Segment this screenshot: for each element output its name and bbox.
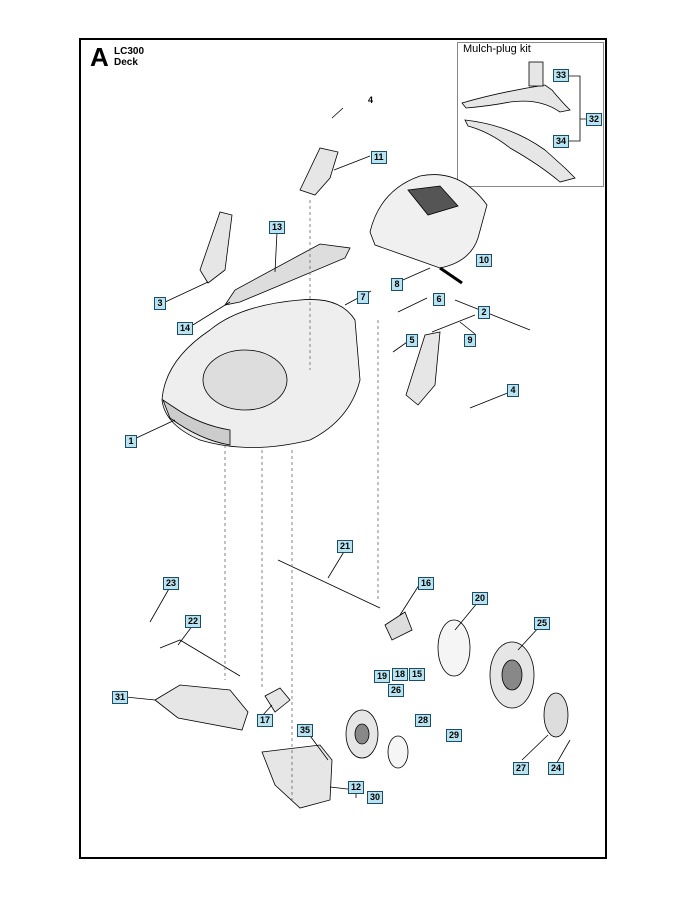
left-bracket <box>199 211 233 284</box>
callout-25[interactable]: 25 <box>534 617 551 630</box>
label-4-top[interactable]: 4 <box>368 95 374 105</box>
front-cover <box>154 684 249 731</box>
callout-1[interactable]: 1 <box>125 435 137 448</box>
mulch-kit-title: Mulch-plug kit <box>463 43 531 55</box>
callout-35[interactable]: 35 <box>297 724 314 737</box>
callout-16[interactable]: 16 <box>418 577 435 590</box>
callout-19[interactable]: 19 <box>374 670 391 683</box>
catcher-lid <box>369 174 488 269</box>
callout-3[interactable]: 3 <box>154 297 166 310</box>
right-bracket <box>405 331 441 406</box>
section-title: Deck <box>114 57 138 68</box>
mulch-plug-upper <box>461 84 571 113</box>
callout-22[interactable]: 22 <box>185 615 202 628</box>
callout-9[interactable]: 9 <box>464 334 476 347</box>
callout-17[interactable]: 17 <box>257 714 274 727</box>
callout-31[interactable]: 31 <box>112 691 129 704</box>
callout-12[interactable]: 12 <box>348 781 365 794</box>
section-letter: A <box>90 42 109 72</box>
callout-28[interactable]: 28 <box>415 714 432 727</box>
model-name: LC300 <box>114 46 145 57</box>
hub-cap-large <box>437 619 471 677</box>
rear-cover <box>543 692 569 738</box>
callout-30[interactable]: 30 <box>367 791 384 804</box>
callout-34[interactable]: 34 <box>553 135 570 148</box>
callout-29[interactable]: 29 <box>446 729 463 742</box>
callout-10[interactable]: 10 <box>476 254 493 267</box>
diagram-frame <box>79 38 607 859</box>
mulch-plug-stem <box>528 61 544 87</box>
callout-5[interactable]: 5 <box>406 334 418 347</box>
callout-33[interactable]: 33 <box>553 69 570 82</box>
callout-24[interactable]: 24 <box>548 762 565 775</box>
callout-21[interactable]: 21 <box>337 540 354 553</box>
callout-20[interactable]: 20 <box>472 592 489 605</box>
callout-4[interactable]: 4 <box>507 384 519 397</box>
callout-15[interactable]: 15 <box>409 668 426 681</box>
callout-32[interactable]: 32 <box>586 113 603 126</box>
callout-13[interactable]: 13 <box>269 221 286 234</box>
rear-axle <box>277 559 381 609</box>
callout-8[interactable]: 8 <box>391 278 403 291</box>
model-title: LC300 Deck <box>114 46 144 68</box>
callout-14[interactable]: 14 <box>177 322 194 335</box>
callout-23[interactable]: 23 <box>163 577 180 590</box>
mulch-kit-box <box>457 42 604 187</box>
callout-6[interactable]: 6 <box>433 293 445 306</box>
callout-2[interactable]: 2 <box>478 306 490 319</box>
callout-27[interactable]: 27 <box>513 762 530 775</box>
callout-26[interactable]: 26 <box>388 684 405 697</box>
callout-11[interactable]: 11 <box>371 151 387 164</box>
handle-bracket <box>224 243 351 306</box>
callout-7[interactable]: 7 <box>357 291 369 304</box>
handle-lever <box>299 147 339 196</box>
wheel-shield <box>261 744 333 809</box>
callout-18[interactable]: 18 <box>392 668 409 681</box>
hub-cap-small <box>387 735 409 769</box>
mulch-plug-lower <box>464 119 576 183</box>
